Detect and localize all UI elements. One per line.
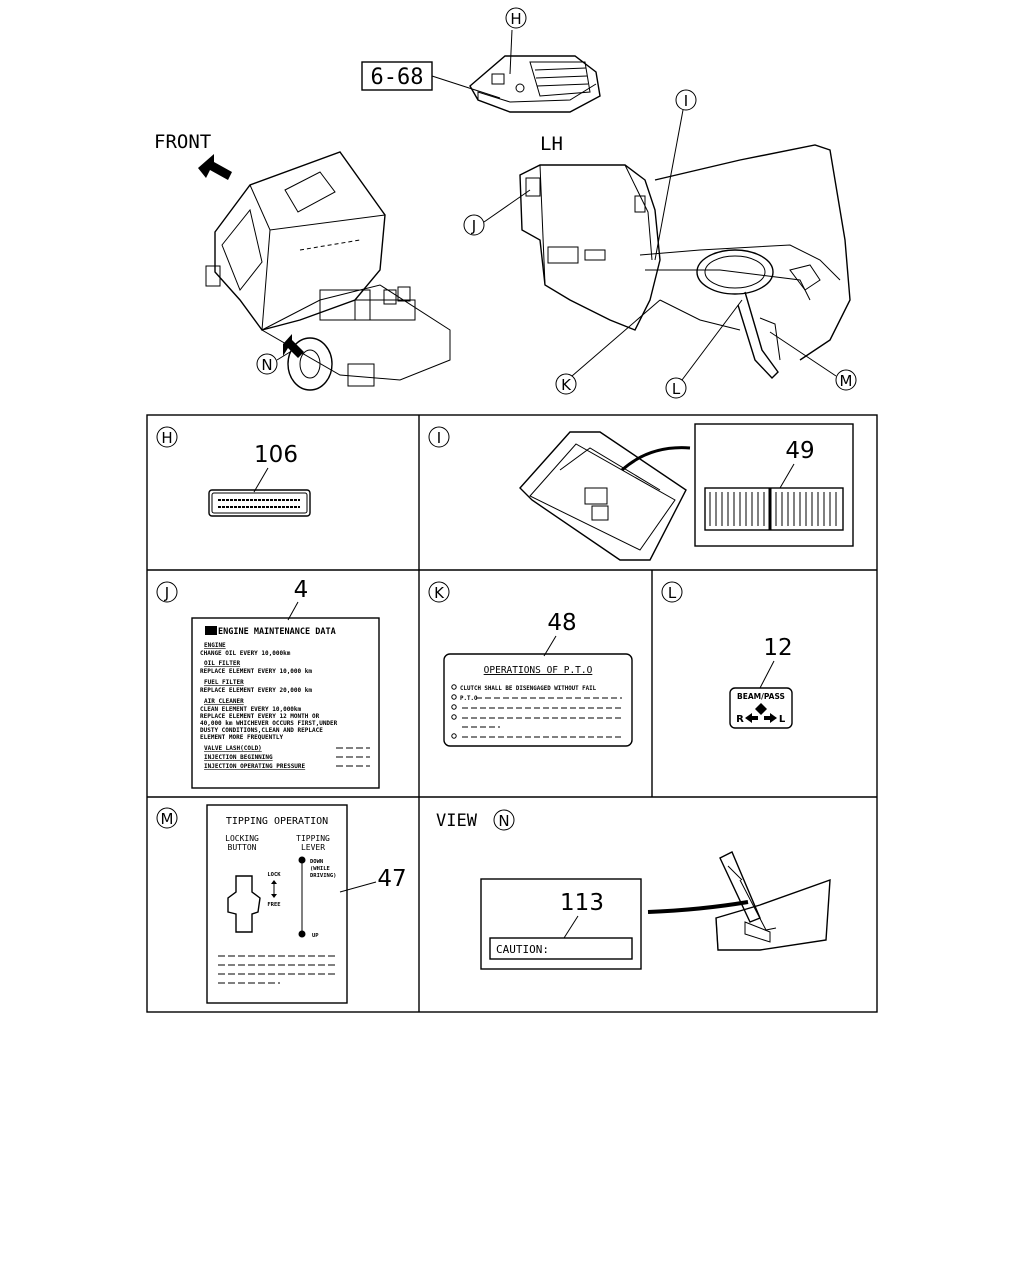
svg-text:VALVE LASH(COLD): VALVE LASH(COLD) xyxy=(204,745,262,752)
svg-text:FREE: FREE xyxy=(267,902,280,908)
svg-text:UP: UP xyxy=(312,933,319,939)
front-arrow-icon xyxy=(198,154,232,180)
label-stripes xyxy=(709,488,837,530)
label-title: OPERATIONS OF P.T.O xyxy=(484,665,593,676)
svg-text:M: M xyxy=(840,372,853,390)
panel-n: VIEW N 113 CAUTION: xyxy=(436,809,831,970)
callout-l-top: L xyxy=(665,299,743,399)
caution-text: CAUTION: xyxy=(496,943,549,956)
svg-text:REPLACE ELEMENT EVERY 20,000 k: REPLACE ELEMENT EVERY 20,000 km xyxy=(200,687,312,694)
callout-h-top: H xyxy=(505,7,527,29)
lh-label: LH xyxy=(540,133,563,155)
callout-m-top: M xyxy=(769,331,857,391)
svg-text:REPLACE ELEMENT EVERY 10,000 k: REPLACE ELEMENT EVERY 10,000 km xyxy=(200,668,312,675)
svg-text:40,000 km WHICHEVER OCCURS FIR: 40,000 km WHICHEVER OCCURS FIRST,UNDER xyxy=(200,720,338,727)
svg-text:J: J xyxy=(471,217,476,235)
panel-letter: K xyxy=(434,584,445,602)
svg-text:I: I xyxy=(684,92,688,110)
callout-j-top: J xyxy=(463,189,531,236)
svg-text:N: N xyxy=(261,356,272,374)
part-number: 113 xyxy=(560,890,604,916)
beam-pass-label: BEAM/PASS xyxy=(737,692,785,701)
svg-text:K: K xyxy=(561,376,572,394)
panel-letter: N xyxy=(498,812,509,830)
svg-text:LOCKING: LOCKING xyxy=(225,834,259,843)
svg-text:DUSTY CONDITIONS,CLEAN AND REP: DUSTY CONDITIONS,CLEAN AND REPLACE xyxy=(200,727,323,734)
svg-text:L: L xyxy=(779,714,786,725)
callout-i-top: I xyxy=(654,89,697,261)
svg-text:DOWN: DOWN xyxy=(310,859,323,865)
svg-text:P.T.O: P.T.O xyxy=(460,696,478,702)
label-grid xyxy=(146,414,878,1013)
svg-text:LEVER: LEVER xyxy=(301,843,325,852)
svg-text:OIL FILTER: OIL FILTER xyxy=(204,660,241,667)
svg-text:AIR CLEANER: AIR CLEANER xyxy=(204,698,244,705)
svg-text:CHANGE OIL EVERY 10,000km: CHANGE OIL EVERY 10,000km xyxy=(200,650,291,657)
callout-k-top: K xyxy=(555,299,661,395)
cab-interior-illustration xyxy=(519,144,851,380)
label-title: TIPPING OPERATION xyxy=(226,816,328,827)
part-number: 48 xyxy=(547,610,576,636)
svg-text:FUEL FILTER: FUEL FILTER xyxy=(204,679,244,686)
callout-n-top: N xyxy=(256,351,291,375)
panel-i: I 49 xyxy=(428,423,854,561)
svg-text:ELEMENT MORE FREQUENTLY: ELEMENT MORE FREQUENTLY xyxy=(200,734,283,741)
front-label: FRONT xyxy=(154,131,211,153)
panel-letter: I xyxy=(437,429,441,447)
panel-letter: H xyxy=(161,429,172,447)
svg-text:REPLACE ELEMENT EVERY 12 MONTH: REPLACE ELEMENT EVERY 12 MONTH OR xyxy=(200,713,320,720)
svg-text:INJECTION OPERATING PRESSURE: INJECTION OPERATING PRESSURE xyxy=(204,763,306,770)
part-number: 4 xyxy=(294,577,309,603)
panel-l: L 12 BEAM/PASS R L xyxy=(661,581,793,729)
right-arrow-icon xyxy=(764,713,777,723)
truck-cab-illustration xyxy=(205,151,451,391)
panel-k: K 48 OPERATIONS OF P.T.O CLUTCH SHALL BE… xyxy=(428,581,633,747)
svg-text:TIPPING: TIPPING xyxy=(296,834,330,843)
part-number: 12 xyxy=(763,635,792,661)
svg-text:BUTTON: BUTTON xyxy=(228,843,257,852)
svg-text:L: L xyxy=(672,380,681,398)
reference-box: 6-68 xyxy=(361,61,501,99)
panel-letter: L xyxy=(668,584,677,602)
left-arrow-icon xyxy=(745,713,758,723)
up-arrow-icon xyxy=(755,703,767,715)
panel-letter: M xyxy=(161,810,174,828)
panel-j: J 4 ENGINE MAINTENANCE DATA ENGINE CHANG… xyxy=(156,577,380,789)
reference-label: 6-68 xyxy=(371,65,424,90)
panel-letter: J xyxy=(164,584,169,602)
label-title: ENGINE MAINTENANCE DATA xyxy=(218,627,336,637)
svg-text:(WHILE: (WHILE xyxy=(310,866,330,872)
svg-text:INJECTION BEGINNING: INJECTION BEGINNING xyxy=(204,754,273,761)
part-number: 106 xyxy=(254,442,298,468)
part-number: 49 xyxy=(785,438,814,464)
panel-m: M TIPPING OPERATION LOCKING BUTTON TIPPI… xyxy=(156,804,407,1004)
part-number: 47 xyxy=(377,866,406,892)
svg-text:CLUTCH SHALL BE DISENGAGED WIT: CLUTCH SHALL BE DISENGAGED WITHOUT FAIL xyxy=(460,686,597,692)
svg-text:H: H xyxy=(510,10,521,28)
overhead-console xyxy=(469,29,601,113)
view-label: VIEW xyxy=(436,811,478,831)
panel-h: H 106 xyxy=(156,426,311,517)
svg-text:DRIVING): DRIVING) xyxy=(310,873,337,879)
svg-text:R: R xyxy=(736,714,744,725)
svg-text:ENGINE: ENGINE xyxy=(204,642,226,649)
svg-text:LOCK: LOCK xyxy=(267,872,281,878)
locking-button-icon xyxy=(227,875,261,933)
svg-text:CLEAN ELEMENT EVERY 10,000km: CLEAN ELEMENT EVERY 10,000km xyxy=(200,706,302,713)
